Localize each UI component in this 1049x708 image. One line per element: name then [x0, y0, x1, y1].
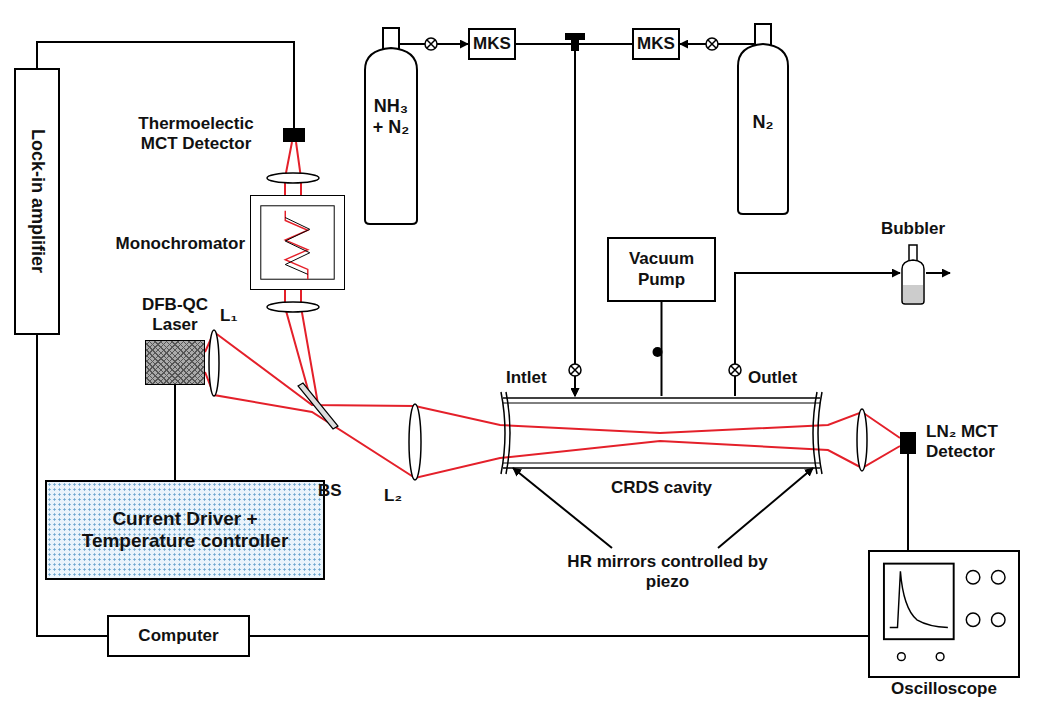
qc-laser: DFB-QC Laser — [145, 340, 205, 385]
oscilloscope: Oscilloscope — [868, 550, 1020, 678]
mirror-note: HR mirrors controlled by piezo — [560, 552, 775, 592]
lock-in-amplifier-box: Lock-in amplifier — [14, 68, 60, 335]
node-label: Current Driver + Temperature controller — [55, 508, 315, 553]
mass-flow-controller: MKS — [468, 28, 516, 60]
node-label: NH₃ + N₂ — [371, 96, 411, 138]
beam-splitter — [298, 383, 338, 429]
node-label: Oscilloscope — [891, 679, 997, 699]
connector — [575, 44, 632, 396]
port-label: Intlet — [506, 368, 547, 388]
node-label: DFB-QC Laser — [135, 295, 215, 335]
node-label: N₂ — [735, 112, 791, 133]
node-label: Thermoelectic MCT Detector — [121, 114, 271, 154]
lens-label: L₂ — [384, 486, 402, 506]
connector — [735, 273, 900, 396]
connector — [174, 385, 176, 480]
connector — [661, 302, 663, 396]
beam-splitter-label: BS — [318, 481, 342, 501]
shape-outline — [251, 196, 344, 289]
mct-detector: LN₂ MCT Detector — [900, 432, 916, 454]
mass-flow-controller: MKS — [632, 28, 680, 60]
node-label: Lock-in amplifier — [26, 129, 47, 273]
driver-controller-box: Current Driver + Temperature controller — [45, 480, 325, 580]
connector — [907, 454, 909, 550]
bubbler-bottle: Bubbler — [900, 245, 926, 305]
computer-box: Computer — [107, 615, 250, 657]
connector — [250, 635, 868, 637]
valve-symbols — [425, 38, 741, 376]
node-label: CRDS cavity — [495, 478, 828, 498]
node-label: MKS — [473, 34, 511, 54]
node-label: LN₂ MCT Detector — [926, 422, 1014, 462]
monochromator-box: Monochromator — [250, 195, 345, 290]
node-label: Computer — [138, 626, 218, 646]
mct-detector: Thermoelectic MCT Detector — [283, 128, 305, 142]
shape-outline — [495, 396, 828, 470]
crds-cavity: CRDS cavity — [495, 396, 828, 470]
lenses — [209, 173, 867, 480]
shape-outline — [900, 245, 926, 305]
node-label: MKS — [637, 34, 675, 54]
lens-label: L₁ — [220, 306, 237, 326]
gas-cylinder: NH₃ + N₂ — [362, 28, 420, 225]
node-label: Vacuum Pump — [609, 249, 714, 289]
node-label: Monochromator — [116, 234, 245, 254]
pipes — [926, 272, 950, 274]
laser-beam — [205, 142, 900, 478]
node-label: Bubbler — [881, 219, 945, 239]
port-label: Outlet — [748, 368, 797, 388]
connector — [516, 44, 575, 396]
gas-cylinder: N₂ — [735, 24, 791, 215]
shape-outline — [870, 552, 1018, 676]
vacuum-pump-box: Vacuum Pump — [607, 237, 716, 302]
